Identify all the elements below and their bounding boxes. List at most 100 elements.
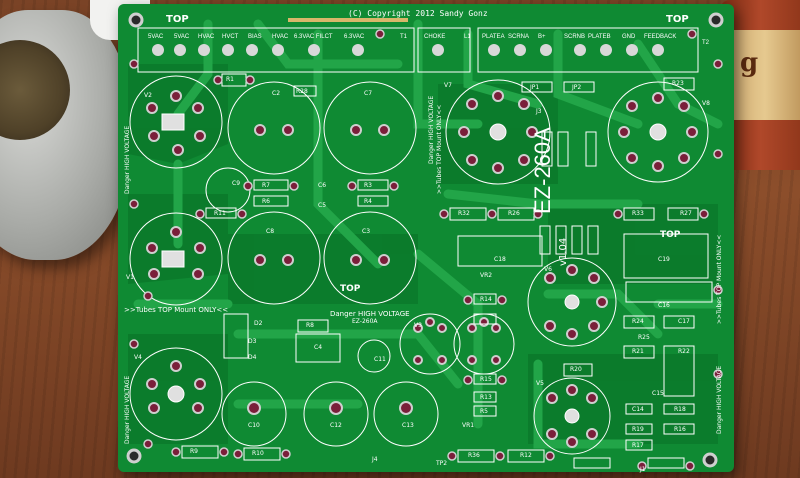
ref-r14: R14 bbox=[480, 296, 492, 303]
ref-c6: C6 bbox=[318, 182, 327, 189]
ref-d2: D2 bbox=[254, 320, 263, 327]
jar-label-text: g bbox=[740, 48, 759, 78]
ref-tp2: TP2 bbox=[436, 460, 448, 467]
header-label-t2: T2 bbox=[702, 40, 710, 46]
ref-r10: R10 bbox=[252, 450, 264, 457]
ref-c4: C4 bbox=[314, 344, 323, 351]
ref-r21: R21 bbox=[632, 348, 644, 355]
tubes-top-mid: >>Tubes TOP Mount ONLY<< bbox=[436, 104, 443, 194]
ref-r19: R19 bbox=[632, 426, 644, 433]
ref-c3: C3 bbox=[362, 228, 371, 235]
ref-j4: J4 bbox=[372, 456, 378, 463]
header-label-b-plus: B+ bbox=[538, 34, 546, 40]
ref-vr1: VR1 bbox=[462, 422, 475, 429]
ref-r17: R17 bbox=[632, 442, 644, 449]
warning-right-lower: Danger HIGH VOLTAGE bbox=[716, 365, 723, 434]
header-label-t1: T1 bbox=[400, 34, 408, 40]
ref-v5: V5 bbox=[536, 380, 544, 387]
board-title: EZ-260A bbox=[530, 127, 555, 214]
copyright-text: (C) Copyright 2012 Sandy Gonz bbox=[348, 9, 488, 18]
ref-c15: C15 bbox=[652, 390, 664, 397]
ref-c18: C18 bbox=[494, 256, 506, 263]
header-label-scrnb: SCRNB bbox=[564, 34, 586, 40]
ref-d4: D4 bbox=[248, 354, 257, 361]
header-label-6-3vac: 6.3VAC bbox=[344, 34, 365, 40]
ref-c12: C12 bbox=[330, 422, 342, 429]
ref-c17: C17 bbox=[678, 318, 690, 325]
stone-mortar bbox=[0, 10, 130, 260]
header-label-scrna: SCRNA bbox=[508, 34, 530, 40]
ref-r5: R5 bbox=[480, 408, 488, 415]
circuit-board: (C) Copyright 2012 Sandy Gonz TOP TOP TO… bbox=[118, 4, 734, 473]
ref-r15: R15 bbox=[480, 376, 492, 383]
ref-c13: C13 bbox=[402, 422, 414, 429]
warning-left-upper: Danger HIGH VOLTAGE bbox=[124, 125, 131, 194]
header-label-hvct: HVCT bbox=[222, 34, 239, 40]
top-label-right: TOP bbox=[666, 14, 689, 25]
header-label-l1: L1 bbox=[464, 34, 471, 40]
top-label-center: TOP bbox=[340, 284, 361, 294]
tubes-top-left: >>Tubes TOP Mount ONLY<< bbox=[124, 306, 229, 314]
ref-r16: R16 bbox=[674, 426, 686, 433]
ref-r33: R33 bbox=[632, 210, 644, 217]
ref-r32: R32 bbox=[458, 210, 470, 217]
ref-c5: C5 bbox=[318, 202, 327, 209]
header-label-5vac-1: 5VAC bbox=[148, 34, 164, 40]
ref-r25: R25 bbox=[638, 334, 650, 341]
ref-r1: R1 bbox=[226, 76, 234, 83]
top-label-mid-right: TOP bbox=[660, 230, 681, 240]
ref-r24: R24 bbox=[632, 318, 644, 325]
ref-c19: C19 bbox=[658, 256, 670, 263]
warning-bottom-center: Danger HIGH VOLTAGE bbox=[330, 310, 410, 318]
tubes-top-right: >>Tubes TOP Mount ONLY<< bbox=[716, 234, 723, 324]
ref-r9: R9 bbox=[190, 448, 198, 455]
top-label-left: TOP bbox=[166, 14, 189, 25]
warning-bottom-sub: EZ-260A bbox=[352, 318, 378, 325]
ref-v4: V4 bbox=[134, 354, 142, 361]
ref-c10: C10 bbox=[248, 422, 260, 429]
warning-left-lower: Danger HIGH VOLTAGE bbox=[124, 375, 131, 444]
ref-c2: C2 bbox=[272, 90, 281, 97]
ref-r8: R8 bbox=[306, 322, 314, 329]
header-label-gnd: GND bbox=[622, 34, 636, 40]
header-label-hvac: HVAC bbox=[198, 34, 215, 40]
ref-r7: R7 bbox=[262, 182, 270, 189]
ref-c9: C9 bbox=[232, 180, 241, 187]
warning-upper-mid: Danger HIGH VOLTAGE bbox=[428, 95, 435, 164]
ref-v2: V2 bbox=[144, 92, 152, 99]
header-label-platea: PLATEA bbox=[482, 34, 505, 40]
ref-vr2: VR2 bbox=[480, 272, 493, 279]
ref-j3: J3 bbox=[536, 108, 542, 115]
header-label-choke: CHOKE bbox=[424, 34, 446, 40]
ref-r36: R36 bbox=[468, 452, 480, 459]
ref-r22: R22 bbox=[678, 348, 690, 355]
ref-r13: R13 bbox=[480, 394, 492, 401]
ref-r18: R18 bbox=[674, 406, 686, 413]
ref-jp1: JP1 bbox=[530, 84, 540, 91]
ref-idl: R28 bbox=[296, 88, 308, 95]
ref-c11: C11 bbox=[374, 356, 386, 363]
ref-d3: D3 bbox=[248, 338, 257, 345]
ref-j1: J1 bbox=[640, 466, 646, 473]
board-revision: v1.04 bbox=[558, 237, 569, 266]
ref-r4: R4 bbox=[364, 198, 372, 205]
ref-v1: V1 bbox=[126, 274, 134, 281]
header-label-feedback: FEEDBACK bbox=[644, 34, 677, 40]
ref-r12: R12 bbox=[520, 452, 532, 459]
header-label-hvac-2: HVAC bbox=[272, 34, 289, 40]
ref-v8: V8 bbox=[702, 100, 710, 107]
header-label-bias: BIAS bbox=[248, 34, 262, 40]
ref-v3: V3 bbox=[414, 322, 422, 329]
ref-c14: C14 bbox=[632, 406, 644, 413]
header-label-5vac-2: 5VAC bbox=[174, 34, 190, 40]
ref-r11: R11 bbox=[214, 210, 226, 217]
ref-r26: R26 bbox=[508, 210, 520, 217]
ref-r23: R23 bbox=[672, 80, 684, 87]
ref-c8: C8 bbox=[266, 228, 275, 235]
ref-r6: R6 bbox=[262, 198, 270, 205]
header-label-plateb: PLATEB bbox=[588, 34, 611, 40]
ref-c16: C16 bbox=[658, 302, 670, 309]
ref-c7: C7 bbox=[364, 90, 373, 97]
ref-jp2: JP2 bbox=[572, 84, 582, 91]
